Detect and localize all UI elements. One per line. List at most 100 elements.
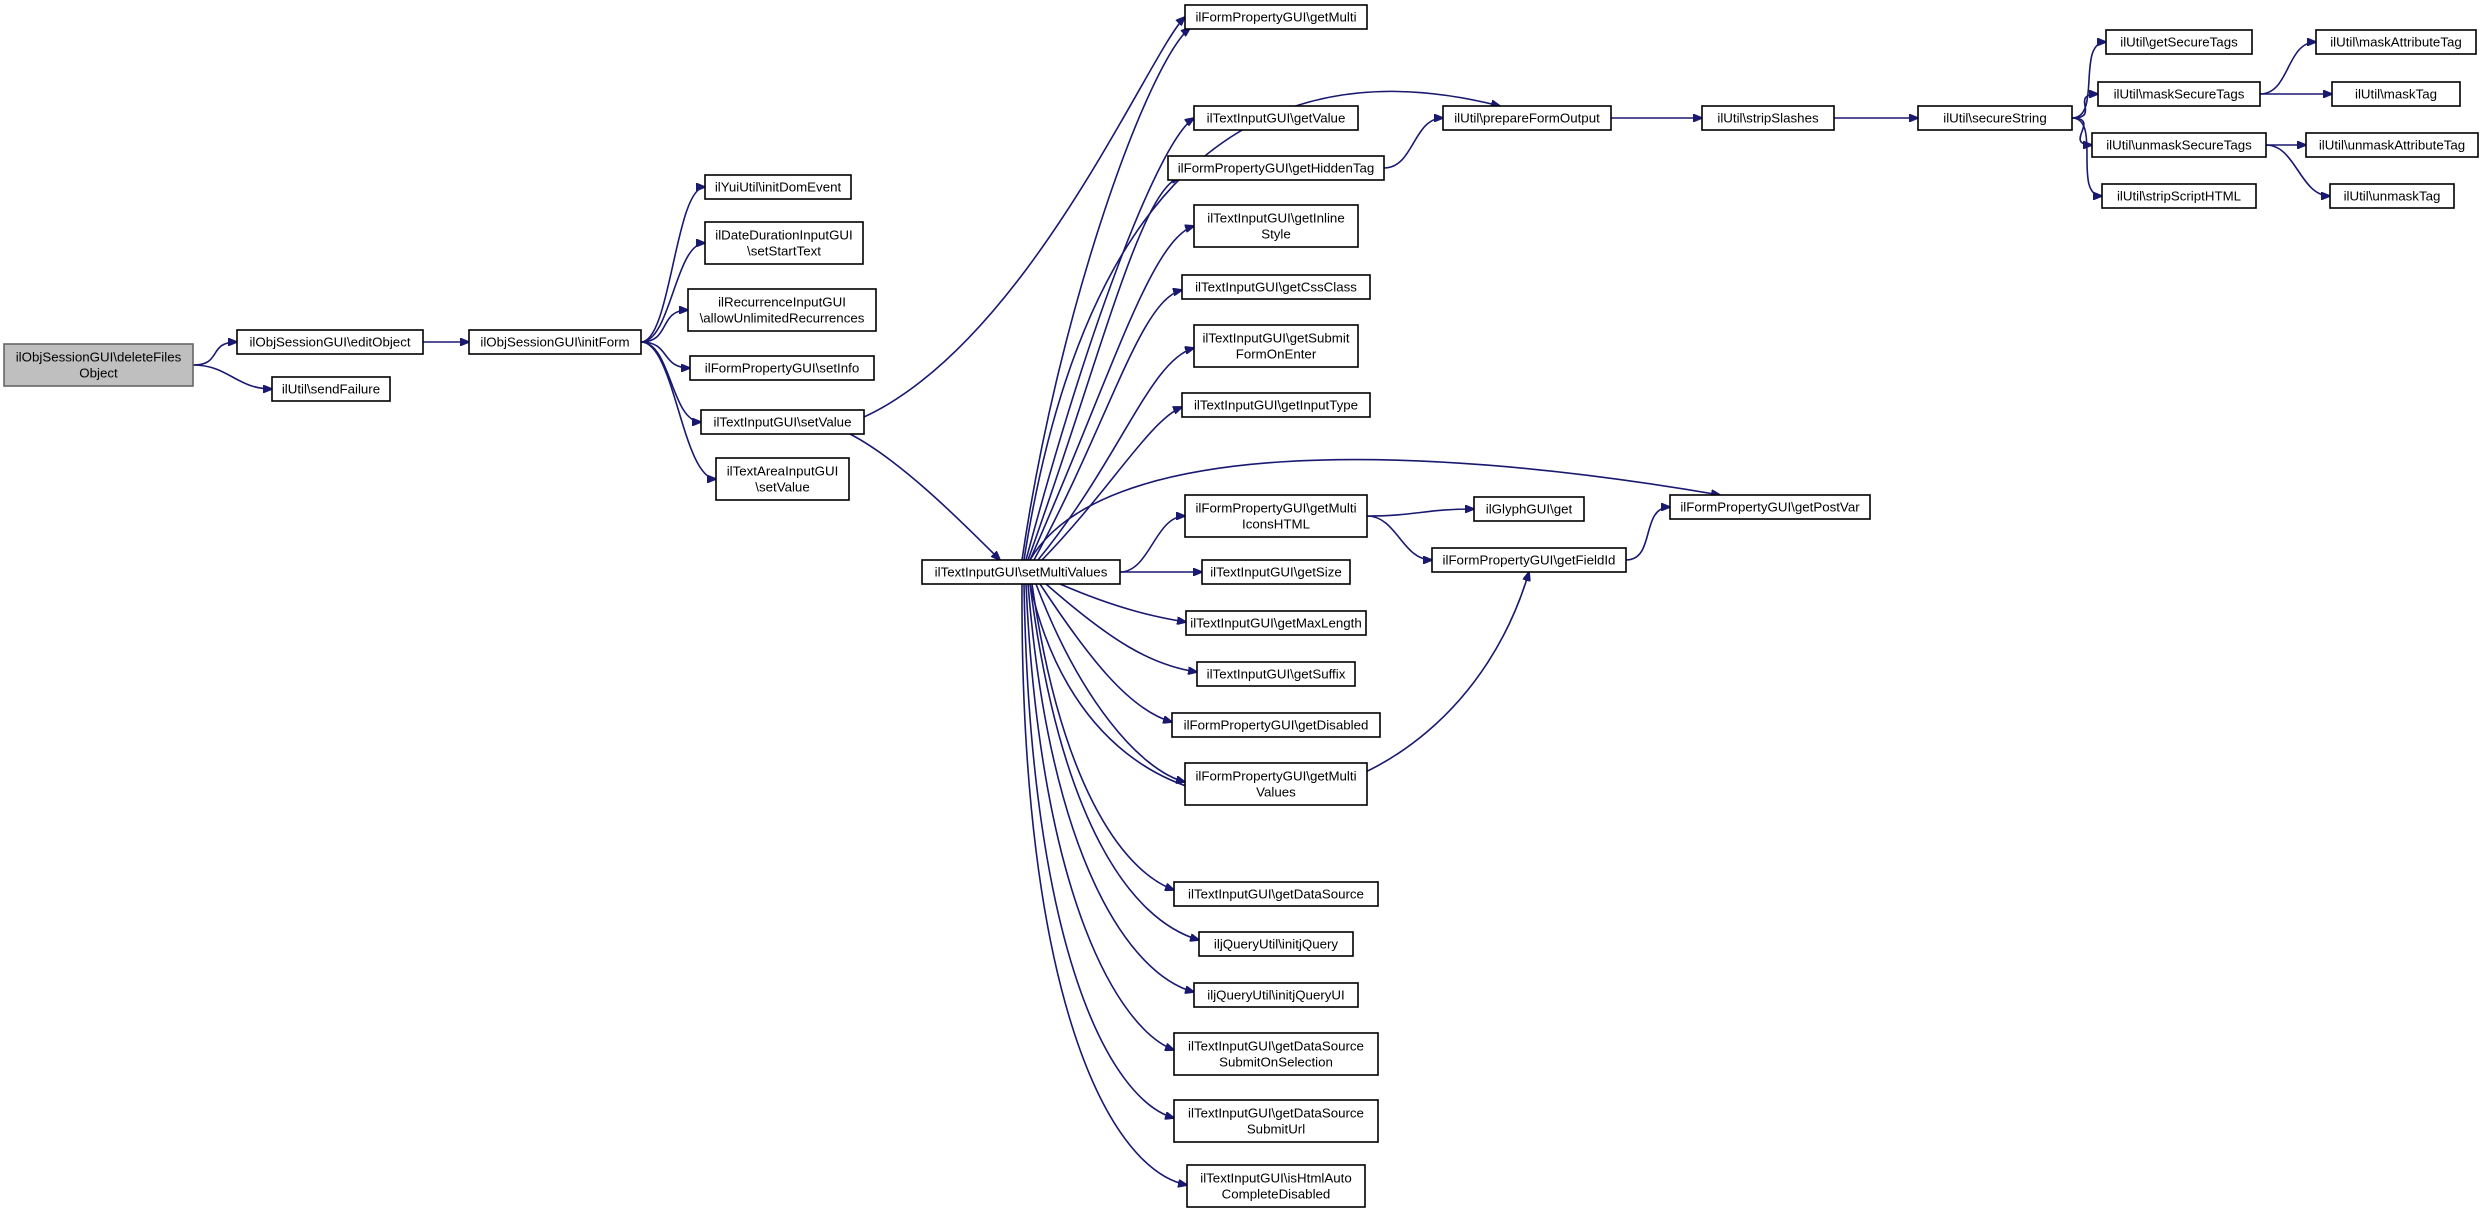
node-label: ilTextInputGUI\getMaxLength bbox=[1190, 616, 1361, 631]
node-ilformpropertygui-getmulti[interactable]: ilFormPropertyGUI\getMulti bbox=[1184, 4, 1368, 30]
node-label: ilGlyphGUI\get bbox=[1486, 502, 1573, 517]
node-ilobjsessiongui-editobject[interactable]: ilObjSessionGUI\editObject bbox=[236, 329, 424, 355]
edge-n12-to-n21 bbox=[1059, 583, 1186, 622]
node-box bbox=[704, 174, 852, 200]
node-ilutil-securestring[interactable]: ilUtil\secureString bbox=[1917, 105, 2073, 131]
node-label: ilFormPropertyGUI\getMulti bbox=[1195, 10, 1356, 25]
node-label: FormOnEnter bbox=[1236, 347, 1317, 362]
node-label: CompleteDisabled bbox=[1222, 1187, 1331, 1202]
edge-n12-to-n17 bbox=[1037, 348, 1194, 561]
node-box bbox=[1184, 4, 1368, 30]
node-ilutil-unmasktag[interactable]: ilUtil\unmaskTag bbox=[2329, 183, 2455, 209]
node-ilutil-unmaskattributetag[interactable]: ilUtil\unmaskAttributeTag bbox=[2305, 132, 2479, 158]
node-box bbox=[1196, 661, 1356, 687]
node-label: ilTextInputGUI\setMultiValues bbox=[935, 565, 1108, 580]
node-box bbox=[1193, 982, 1359, 1008]
node-box bbox=[2101, 183, 2257, 209]
node-iltextinputgui-getcssclass[interactable]: ilTextInputGUI\getCssClass bbox=[1181, 274, 1371, 300]
edge-n38-to-n43 bbox=[2265, 144, 2330, 196]
node-box bbox=[700, 409, 865, 435]
node-ildatedurationinputgui-setstarttext[interactable]: ilDateDurationInputGUI\setStartText bbox=[704, 221, 864, 265]
node-ilutil-getsecuretags[interactable]: ilUtil\getSecureTags bbox=[2105, 29, 2253, 55]
node-ilutil-stripslashes[interactable]: ilUtil\stripSlashes bbox=[1701, 105, 1835, 131]
node-box bbox=[1473, 496, 1585, 522]
node-label: ilTextInputGUI\getSuffix bbox=[1207, 667, 1346, 682]
node-box bbox=[1198, 931, 1354, 957]
node-label: ilRecurrenceInputGUI bbox=[718, 295, 846, 310]
node-iltextinputgui-setvalue[interactable]: ilTextInputGUI\setValue bbox=[700, 409, 865, 435]
node-iltextareainputgui-setvalue[interactable]: ilTextAreaInputGUI\setValue bbox=[715, 457, 850, 501]
node-ilutil-masksecuretags[interactable]: ilUtil\maskSecureTags bbox=[2097, 81, 2261, 107]
node-ilformpropertygui-setinfo[interactable]: ilFormPropertyGUI\setInfo bbox=[689, 355, 875, 381]
node-box bbox=[921, 559, 1121, 585]
node-label: SubmitOnSelection bbox=[1219, 1055, 1333, 1070]
node-iltextinputgui-getdatasource[interactable]: ilTextInputGUI\getDataSource bbox=[1173, 881, 1379, 907]
node-box bbox=[271, 376, 391, 402]
node-ilutil-unmasksecuretags[interactable]: ilUtil\unmaskSecureTags bbox=[2091, 132, 2267, 158]
edge-n8-to-n12 bbox=[849, 433, 1000, 560]
node-ilformpropertygui-getpostvar[interactable]: ilFormPropertyGUI\getPostVar bbox=[1669, 494, 1871, 520]
node-label: ilFormPropertyGUI\setInfo bbox=[705, 361, 859, 376]
node-ilutil-prepareformoutput[interactable]: ilUtil\prepareFormOutput bbox=[1442, 105, 1612, 131]
edge-n8-to-n10 bbox=[863, 17, 1185, 418]
node-label: ilTextInputGUI\setValue bbox=[714, 415, 852, 430]
node-label: ilTextInputGUI\getInline bbox=[1207, 211, 1344, 226]
node-iltextinputgui-getvalue[interactable]: ilTextInputGUI\getValue bbox=[1193, 105, 1359, 131]
edge-n12-to-n16 bbox=[1033, 290, 1182, 561]
edge-n12-to-n26 bbox=[1029, 583, 1199, 940]
node-iltextinputgui-getinputtype[interactable]: ilTextInputGUI\getInputType bbox=[1181, 392, 1371, 418]
node-ilobjsessiongui-initform[interactable]: ilObjSessionGUI\initForm bbox=[468, 329, 642, 355]
node-ilformpropertygui-getfieldid[interactable]: ilFormPropertyGUI\getFieldId bbox=[1431, 547, 1627, 573]
node-label: SubmitUrl bbox=[1247, 1122, 1305, 1137]
edge-n32-to-n37 bbox=[2071, 94, 2098, 119]
node-label: ilUtil\unmaskSecureTags bbox=[2106, 138, 2252, 153]
edge-n3-to-n4 bbox=[640, 187, 705, 343]
node-iltextinputgui-ishtmlautocompletedisabled[interactable]: ilTextInputGUI\isHtmlAutoCompleteDisable… bbox=[1186, 1164, 1366, 1208]
node-box bbox=[1173, 881, 1379, 907]
node-label: ilFormPropertyGUI\getMulti bbox=[1195, 769, 1356, 784]
node-label: ilYuiUtil\initDomEvent bbox=[715, 180, 842, 195]
node-iljqueryutil-initjquery[interactable]: iljQueryUtil\initjQuery bbox=[1198, 931, 1354, 957]
node-box bbox=[1917, 105, 2073, 131]
node-ilrecurrenceinputgui-allowunlimitedrecurrences[interactable]: ilRecurrenceInputGUI\allowUnlimitedRecur… bbox=[687, 288, 877, 332]
node-label: ilTextInputGUI\getInputType bbox=[1194, 398, 1358, 413]
node-box bbox=[3, 343, 194, 387]
node-ilutil-masktag[interactable]: ilUtil\maskTag bbox=[2331, 81, 2461, 107]
node-ilformpropertygui-getdisabled[interactable]: ilFormPropertyGUI\getDisabled bbox=[1171, 712, 1381, 738]
edge-n3-to-n5 bbox=[640, 243, 705, 343]
edge-n0-to-n1 bbox=[192, 342, 237, 366]
node-iltextinputgui-getmaxlength[interactable]: ilTextInputGUI\getMaxLength bbox=[1185, 610, 1367, 636]
node-label: ilUtil\sendFailure bbox=[282, 382, 380, 397]
node-box bbox=[1184, 762, 1368, 806]
node-ilutil-maskattributetag[interactable]: ilUtil\maskAttributeTag bbox=[2315, 29, 2477, 55]
node-ilformpropertygui-gethiddentag[interactable]: ilFormPropertyGUI\getHiddenTag bbox=[1167, 155, 1385, 181]
node-iltextinputgui-getdatasourcesubmitonselection[interactable]: ilTextInputGUI\getDataSourceSubmitOnSele… bbox=[1173, 1032, 1379, 1076]
node-label: ilTextAreaInputGUI bbox=[727, 464, 839, 479]
node-label: ilObjSessionGUI\initForm bbox=[480, 335, 629, 350]
node-box bbox=[1185, 610, 1367, 636]
node-ilglyphgui-get[interactable]: ilGlyphGUI\get bbox=[1473, 496, 1585, 522]
node-box bbox=[1193, 204, 1359, 248]
node-box bbox=[1442, 105, 1612, 131]
node-box bbox=[1181, 392, 1371, 418]
node-ilutil-stripscripthtml[interactable]: ilUtil\stripScriptHTML bbox=[2101, 183, 2257, 209]
node-iljqueryutil-initjqueryui[interactable]: iljQueryUtil\initjQueryUI bbox=[1193, 982, 1359, 1008]
node-iltextinputgui-getsuffix[interactable]: ilTextInputGUI\getSuffix bbox=[1196, 661, 1356, 687]
node-ilutil-sendfailure[interactable]: ilUtil\sendFailure bbox=[271, 376, 391, 402]
node-label: ilUtil\unmaskTag bbox=[2344, 189, 2441, 204]
node-box bbox=[1193, 324, 1359, 368]
node-box bbox=[2305, 132, 2479, 158]
node-label: ilUtil\unmaskAttributeTag bbox=[2319, 138, 2465, 153]
node-iltextinputgui-getsize[interactable]: ilTextInputGUI\getSize bbox=[1201, 559, 1351, 585]
edge-n3-to-n6 bbox=[640, 310, 688, 343]
node-ilyuiutil-initdomevent[interactable]: ilYuiUtil\initDomEvent bbox=[704, 174, 852, 200]
node-iltextinputgui-setmultivalues[interactable]: ilTextInputGUI\setMultiValues bbox=[921, 559, 1121, 585]
edge-n12-to-n25 bbox=[1031, 583, 1174, 890]
edge-n3-to-n9 bbox=[640, 341, 716, 479]
